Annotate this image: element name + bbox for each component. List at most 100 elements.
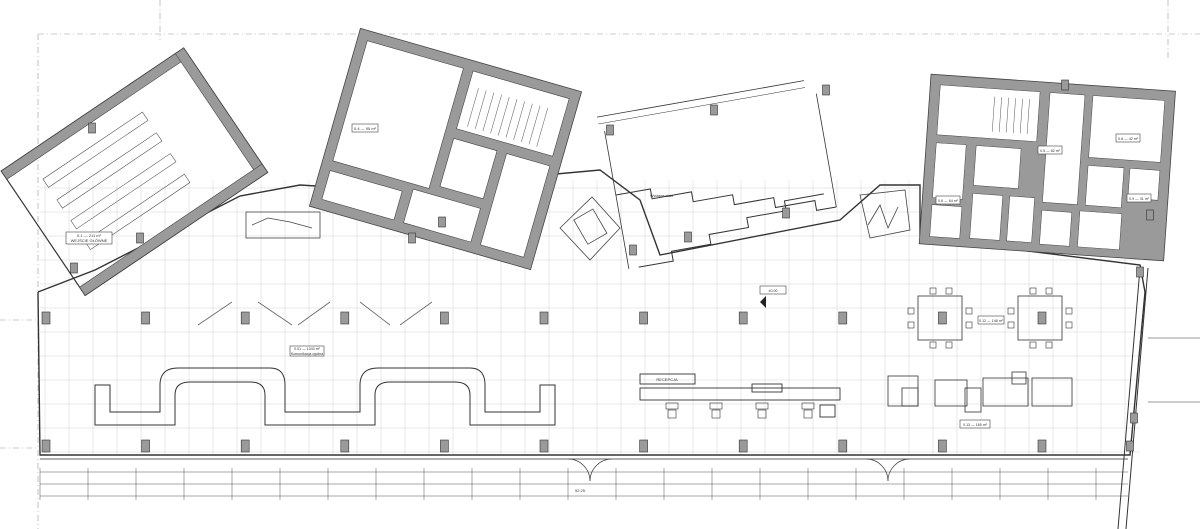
column <box>440 311 449 325</box>
cafe-chair <box>965 321 973 329</box>
column <box>738 439 748 453</box>
column <box>1037 311 1047 325</box>
dimension-ticks <box>39 468 1097 500</box>
column <box>1136 266 1144 278</box>
column <box>240 439 250 453</box>
cafe-chair <box>1045 287 1053 295</box>
cafe-chair <box>1065 321 1073 329</box>
cafe-chair <box>1065 307 1073 315</box>
tower1-label: 0.4 — 95 m² <box>351 123 379 133</box>
cafe-table <box>1017 295 1063 341</box>
column <box>639 311 648 325</box>
cafe-chair <box>945 341 953 349</box>
column <box>639 439 648 453</box>
column <box>539 311 549 325</box>
column <box>240 311 250 325</box>
entry-ramp <box>245 189 911 261</box>
skylights <box>197 301 433 326</box>
chair <box>755 402 769 410</box>
reception-label: RECEPCJA <box>656 377 678 382</box>
structural-columns <box>41 79 1154 453</box>
column <box>710 104 718 116</box>
column <box>684 231 692 243</box>
cafe-tables <box>907 287 1073 349</box>
column <box>1037 439 1047 453</box>
column <box>141 439 150 453</box>
chair <box>803 409 813 419</box>
column <box>539 439 549 453</box>
svg-text:±0.00: ±0.00 <box>769 289 778 293</box>
svg-text:0.4 — 95 m²: 0.4 — 95 m² <box>354 126 377 131</box>
chair <box>667 409 677 419</box>
cafe-labels: 0.12 — 148 m² <box>977 315 1005 325</box>
column <box>606 124 614 136</box>
cafe-chair <box>1029 287 1037 295</box>
column <box>70 262 78 274</box>
lounge-sofas <box>887 371 1073 413</box>
column <box>41 439 51 453</box>
chair <box>711 409 721 419</box>
column <box>41 311 51 325</box>
column <box>136 232 144 244</box>
cafe-chair <box>1007 307 1015 315</box>
entrance-doors <box>567 458 911 482</box>
column <box>340 439 350 453</box>
serpentine-bench <box>94 367 556 426</box>
svg-text:0.12 — 148 m²: 0.12 — 148 m² <box>979 319 1004 323</box>
north-wing-label: 0.1 — 211 m² WEJŚCIE GŁÓWNE <box>65 231 113 245</box>
column <box>782 207 790 219</box>
svg-text:WEJŚCIE GŁÓWNE: WEJŚCIE GŁÓWNE <box>71 238 108 243</box>
column <box>738 311 748 325</box>
column <box>340 311 350 325</box>
column <box>1126 440 1134 452</box>
column <box>822 84 830 96</box>
cafe-chair <box>1007 321 1015 329</box>
svg-text:0.6 — 64 m²: 0.6 — 64 m² <box>938 199 959 203</box>
column <box>440 439 449 453</box>
svg-text:0.9 — 31 m²: 0.9 — 31 m² <box>1129 197 1150 201</box>
column <box>88 122 96 134</box>
column <box>629 244 637 256</box>
chair <box>801 402 815 410</box>
dimension-total: 52.25 <box>575 488 586 493</box>
chair <box>665 402 679 410</box>
svg-text:Komunikacja ogólna: Komunikacja ogólna <box>291 352 323 356</box>
column <box>1130 412 1138 424</box>
cafe-chair <box>1045 341 1053 349</box>
cafe-chair <box>907 307 915 315</box>
dimension-lines <box>40 471 1128 497</box>
column <box>838 311 848 325</box>
column <box>1061 79 1069 91</box>
tower2-labels: 0.5 — 82 m² 0.8 — 42 m² 0.6 — 64 m² 0.9 … <box>935 133 1152 205</box>
east-facade <box>1117 267 1200 529</box>
cafe-chair <box>929 287 937 295</box>
svg-text:0.13 — 165 m²: 0.13 — 165 m² <box>963 423 988 427</box>
svg-text:0.5 — 82 m²: 0.5 — 82 m² <box>1040 149 1061 153</box>
gallery-block <box>596 80 837 269</box>
north-west-wing <box>0 47 269 297</box>
cafe-chair <box>965 307 973 315</box>
gallery-label: Wystawa stała <box>650 194 673 198</box>
svg-text:0.01 — 1043 m²: 0.01 — 1043 m² <box>294 347 321 351</box>
reception-desk <box>639 373 841 418</box>
cafe-chair <box>929 341 937 349</box>
stair-tower-2 <box>918 73 1176 262</box>
cafe-chair <box>907 321 915 329</box>
column <box>938 311 947 325</box>
cafe-table <box>917 295 963 341</box>
lobby-label: 0.01 — 1043 m² Komunikacja ogólna <box>289 345 325 357</box>
column <box>1146 209 1154 221</box>
chair <box>709 402 723 410</box>
column <box>938 439 947 453</box>
svg-text:0.1 — 211 m²: 0.1 — 211 m² <box>77 233 102 238</box>
chair <box>757 409 767 419</box>
column <box>408 232 416 244</box>
level-mark: ±0.00 <box>759 285 787 308</box>
lobby-outline <box>37 169 1146 460</box>
svg-text:0.8 — 42 m²: 0.8 — 42 m² <box>1118 137 1139 141</box>
cafe-chair <box>1029 341 1037 349</box>
column <box>438 216 446 228</box>
stair-tower-1 <box>308 27 583 271</box>
